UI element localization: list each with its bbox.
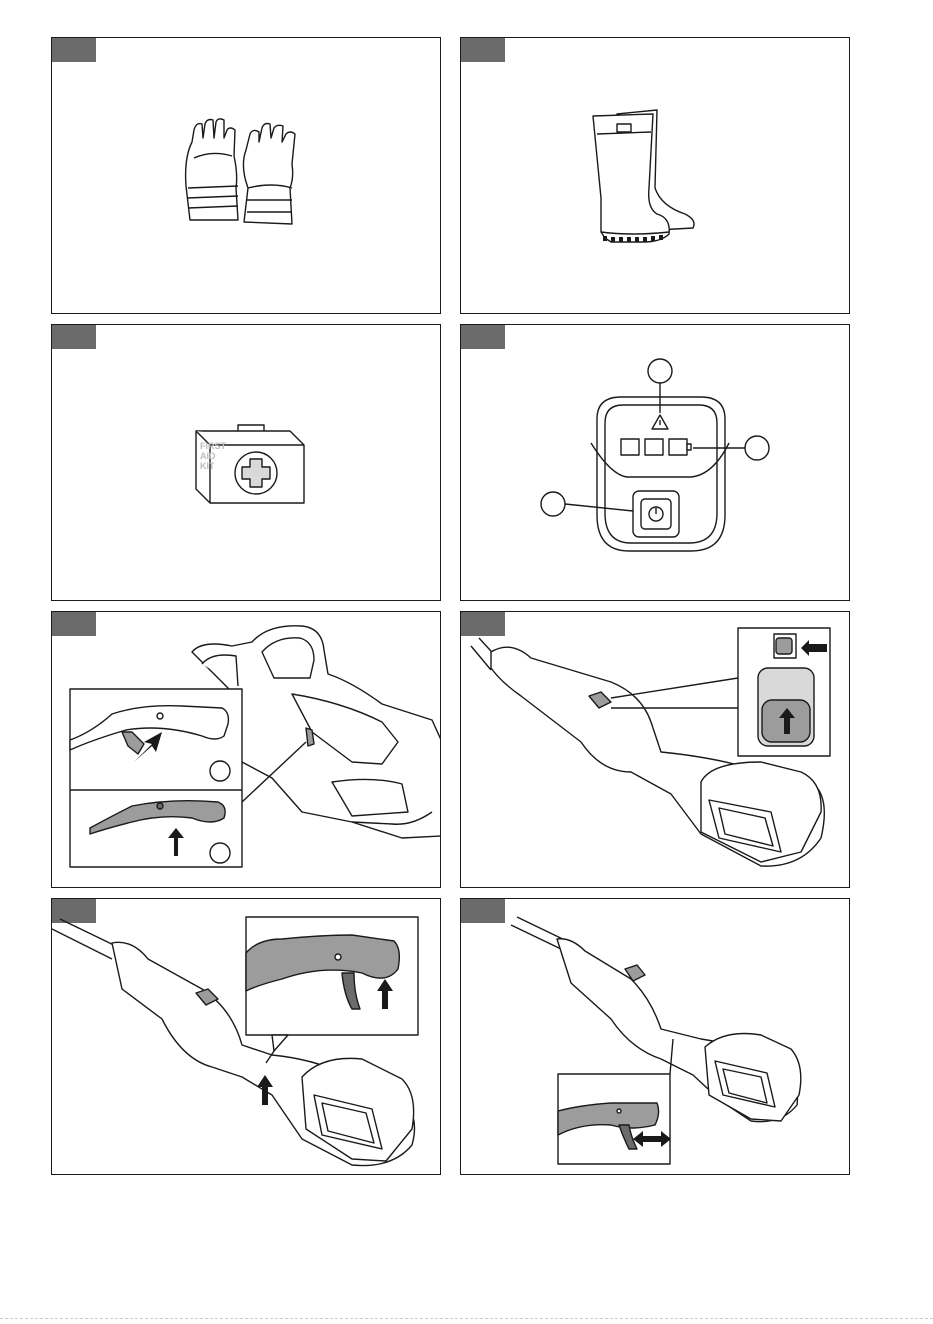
page-edge-rule: [0, 1318, 933, 1319]
trigger-release-icon: [461, 899, 850, 1175]
panel-power-button: [460, 611, 850, 888]
power-button-icon: [461, 612, 850, 888]
panel-trigger-press: [51, 898, 441, 1175]
kit-text-first: FIRST: [200, 441, 227, 451]
first-aid-kit-icon: FIRST AID KIT: [52, 325, 441, 601]
panel-gloves: [51, 37, 441, 314]
gloves-icon: [52, 38, 441, 314]
kit-text-kit: KIT: [200, 461, 215, 471]
kit-text-aid: AID: [200, 451, 216, 461]
trigger-lockout-icon: [52, 612, 441, 888]
panel-trigger-release: [460, 898, 850, 1175]
boots-icon: [461, 38, 850, 314]
panel-first-aid: FIRST AID KIT: [51, 324, 441, 601]
panel-handle-trigger: [51, 611, 441, 888]
trigger-press-icon: [52, 899, 441, 1175]
panel-control: [460, 324, 850, 601]
control-panel-icon: [461, 325, 850, 601]
panel-boots: [460, 37, 850, 314]
